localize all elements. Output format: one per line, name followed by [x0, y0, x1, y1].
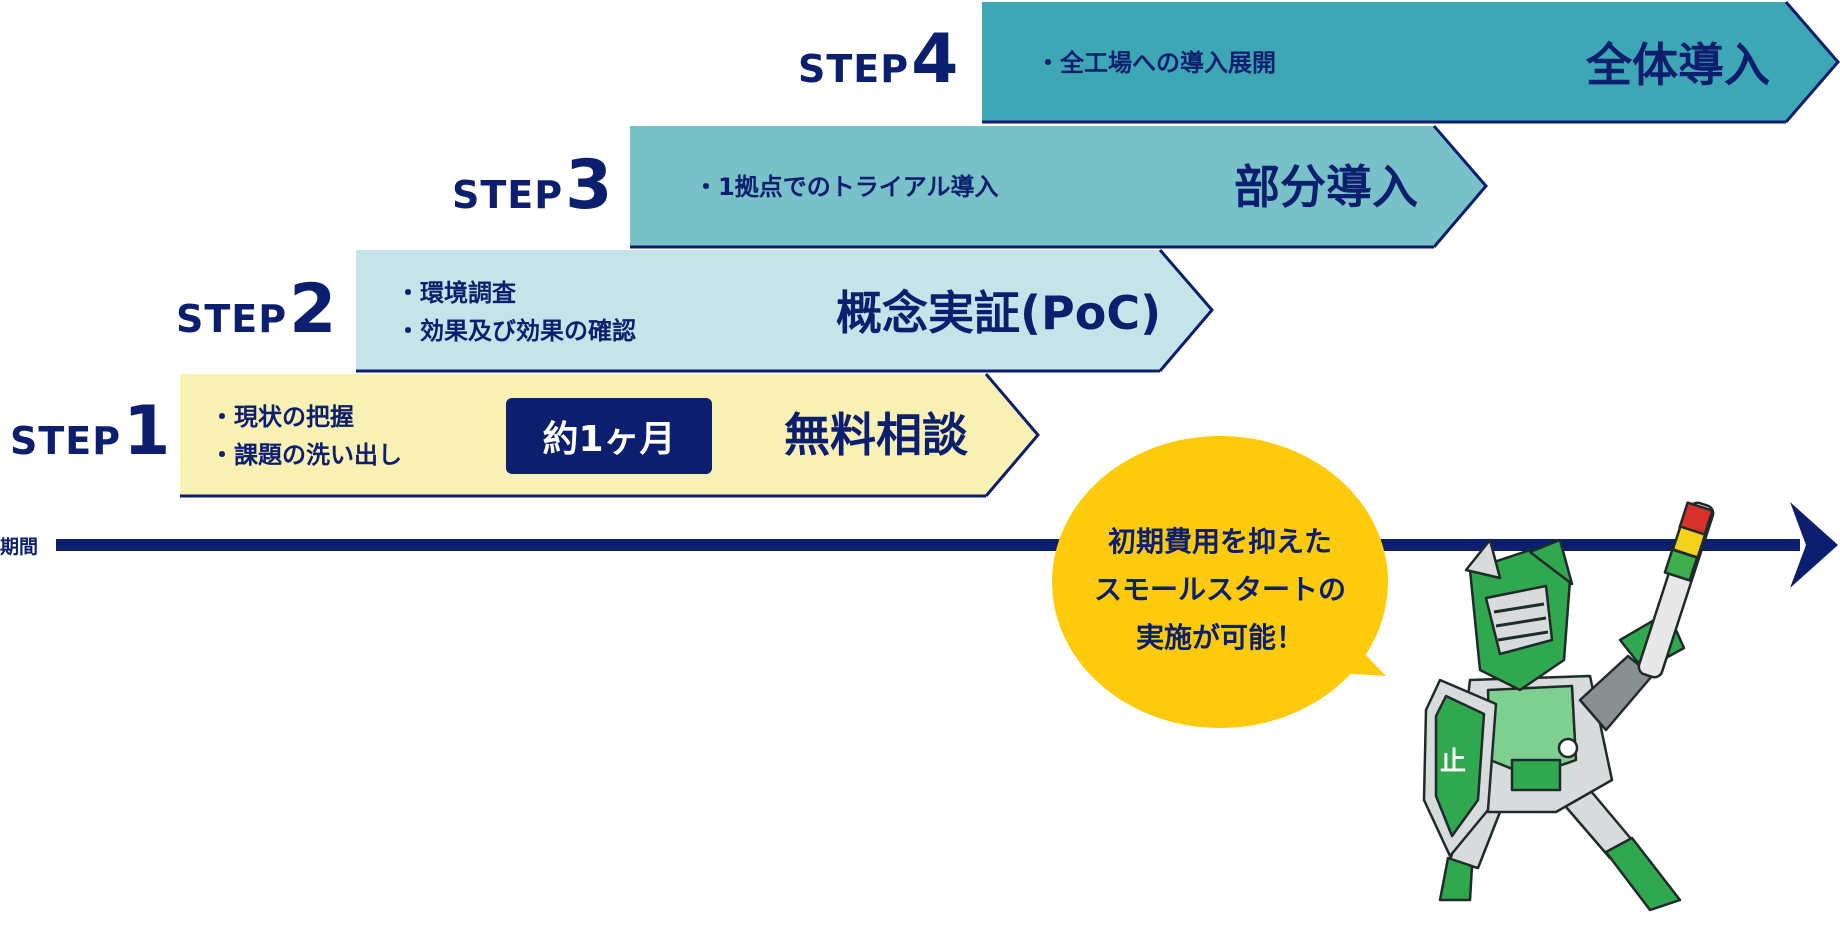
speech-bubble-tail: [1322, 628, 1386, 676]
step4-number: 4: [911, 20, 959, 99]
step3-word: STEP: [452, 173, 564, 217]
time-axis-arrowhead-icon: [1790, 502, 1838, 588]
step1-title: 無料相談: [784, 408, 968, 462]
step4-band: [982, 2, 1838, 122]
step1-number: 1: [123, 392, 171, 471]
step1-bullet-2: 課題の洗い出し: [210, 436, 402, 474]
step3-title: 部分導入: [1234, 160, 1418, 214]
step1-label: STEP1: [10, 398, 170, 466]
time-axis-label: 期間: [0, 536, 39, 558]
step2-bullet-1: 環境調査: [396, 274, 636, 312]
step3-label: STEP3: [452, 152, 612, 220]
step1-bullets: 現状の把握 課題の洗い出し: [210, 398, 402, 474]
step4-bullets: 全工場への導入展開: [1036, 44, 1276, 82]
duration-badge: 約1ヶ月: [506, 398, 712, 474]
step4-label: STEP4: [798, 26, 958, 94]
speech-bubble: [1052, 436, 1388, 728]
step3-bullet-1: 1拠点でのトライアル導入: [694, 168, 998, 206]
step3-number: 3: [565, 146, 613, 225]
step2-number: 2: [289, 270, 337, 349]
step4-bullet-1: 全工場への導入展開: [1036, 44, 1276, 82]
step1-bullet-1: 現状の把握: [210, 398, 402, 436]
step2-title: 概念実証(PoC): [836, 286, 1162, 340]
step3-bullets: 1拠点でのトライアル導入: [694, 168, 998, 206]
step2-word: STEP: [176, 297, 288, 341]
green-knight-mascot-icon: [1422, 501, 1715, 912]
bubble-line-1: 初期費用を抑えた: [1107, 525, 1332, 558]
step4-word: STEP: [798, 47, 910, 91]
speech-bubble-text: 初期費用を抑えた スモールスタートの 実施が可能！: [1060, 518, 1380, 662]
step2-bullets: 環境調査 効果及び効果の確認: [396, 274, 636, 350]
step2-bullet-2: 効果及び効果の確認: [396, 312, 636, 350]
step1-word: STEP: [10, 419, 122, 463]
bubble-line-3: 実施が可能！: [1135, 621, 1304, 654]
bubble-line-2: スモールスタートの: [1093, 573, 1346, 606]
step4-title: 全体導入: [1586, 38, 1770, 92]
step3-band: [630, 126, 1486, 247]
step2-label: STEP2: [176, 276, 336, 344]
shield-emblem-text: 止: [1440, 747, 1466, 777]
